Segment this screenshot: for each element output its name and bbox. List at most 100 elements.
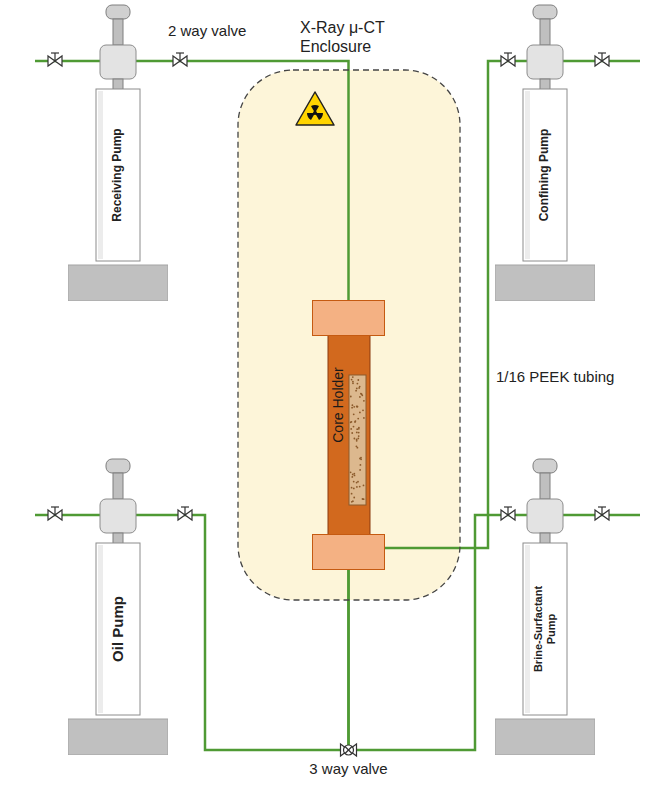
shape-part [354,421,356,423]
shape-part [359,469,361,471]
shape-part [358,427,360,429]
valve-label: 3 way valve [298,760,399,778]
shape-part [355,390,357,392]
tubing-label: 1/16 PEEK tubing [496,368,614,386]
shape-part [363,400,365,402]
shape-part [356,428,358,430]
peek-tubing [168,61,349,300]
shape-part [355,420,357,422]
shape-part [358,387,360,389]
shape-part [540,19,550,45]
shape-part [527,499,563,533]
shape-part [533,459,557,473]
shape-part [359,396,361,398]
node-label: Brine-Surfactant Pump [532,574,557,684]
shape-part [359,412,361,414]
shape-part [360,464,362,466]
syringe-pump: Oil Pump [68,457,168,755]
node-label: Oil Pump [109,549,126,709]
shape-part [313,535,385,570]
shape-part [527,45,563,79]
node-label: Confining Pump [538,95,552,255]
shape-part [523,543,567,715]
shape-part [357,438,359,440]
radiation-symbol [296,92,334,125]
node-label: X-Ray μ-CT Enclosure [300,18,412,56]
shape-part [98,545,103,713]
shape-part [113,19,123,45]
shape-part [351,407,353,409]
shape-part [351,501,353,503]
shape-part [356,388,358,390]
shape-part [353,473,355,475]
shape-part [351,493,353,495]
shape-part [352,376,354,378]
shape-part [359,458,361,460]
shape-part [350,471,352,473]
shape-part [350,421,352,423]
shape-part [359,486,361,488]
shape-part [357,481,359,483]
shape-part [328,334,370,536]
shape-part [313,301,385,336]
shape-part [361,393,363,395]
shape-part [525,91,530,259]
shape-part [100,499,136,533]
shape-part [106,5,130,19]
syringe-pump: Receiving Pump [68,3,168,301]
shape-part [353,481,355,483]
shape-part [363,485,365,487]
shape-part [533,5,557,19]
shape-part [113,473,123,499]
shape-part [354,438,356,440]
shape-part [351,379,353,381]
shape-part [525,545,530,713]
shape-part [356,439,358,441]
shape-part [352,404,354,406]
shape-part [358,435,360,437]
shape-part [540,473,550,499]
shape-part [360,393,362,395]
shape-part [349,375,366,505]
shape-part [353,406,355,408]
core-holder: Core Holder [312,300,385,570]
node-label: Receiving Pump [111,95,125,255]
shape-part [356,405,358,407]
shape-part [356,406,358,408]
peek-tubing [385,61,495,548]
shape-part [357,406,359,408]
valve-label: 2 way valve [168,22,246,40]
shape-part [360,457,362,459]
shape-part [357,418,359,420]
shape-part [354,475,356,477]
shape-part [312,300,385,570]
shape-part [98,91,103,259]
shape-part [356,432,358,434]
shape-part [96,89,140,261]
shape-part [238,70,460,600]
shape-part [351,421,353,423]
shape-part [352,381,354,383]
shape-part [353,497,355,499]
shape-part [353,488,355,490]
syringe-pump: Confining Pump [495,3,595,301]
shape-part [96,543,140,715]
shape-part [495,265,595,301]
ct-enclosure: X-Ray μ-CT EnclosureCore Holder [236,15,462,605]
shape-part [351,476,353,478]
syringe-pump: Brine-Surfactant Pump [495,457,595,755]
shape-part [353,413,355,415]
shape-part [68,265,168,301]
shape-part [352,382,354,384]
shape-part [356,486,358,488]
node-label: Core Holder [331,350,346,460]
shape-part [523,89,567,261]
shape-part [362,409,364,411]
shape-part [350,428,352,430]
shape-part [350,396,352,398]
shape-part [353,426,355,428]
shape-part [495,719,595,755]
shape-part [357,379,359,381]
shape-part [358,432,360,434]
